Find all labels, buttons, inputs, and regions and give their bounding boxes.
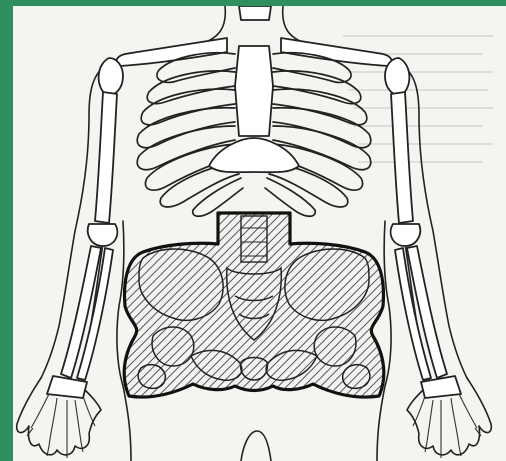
sternum — [235, 46, 273, 136]
anatomy-figure — [13, 6, 506, 461]
spine — [241, 216, 267, 262]
skeleton-diagram — [13, 6, 506, 461]
skull-base — [239, 6, 271, 20]
